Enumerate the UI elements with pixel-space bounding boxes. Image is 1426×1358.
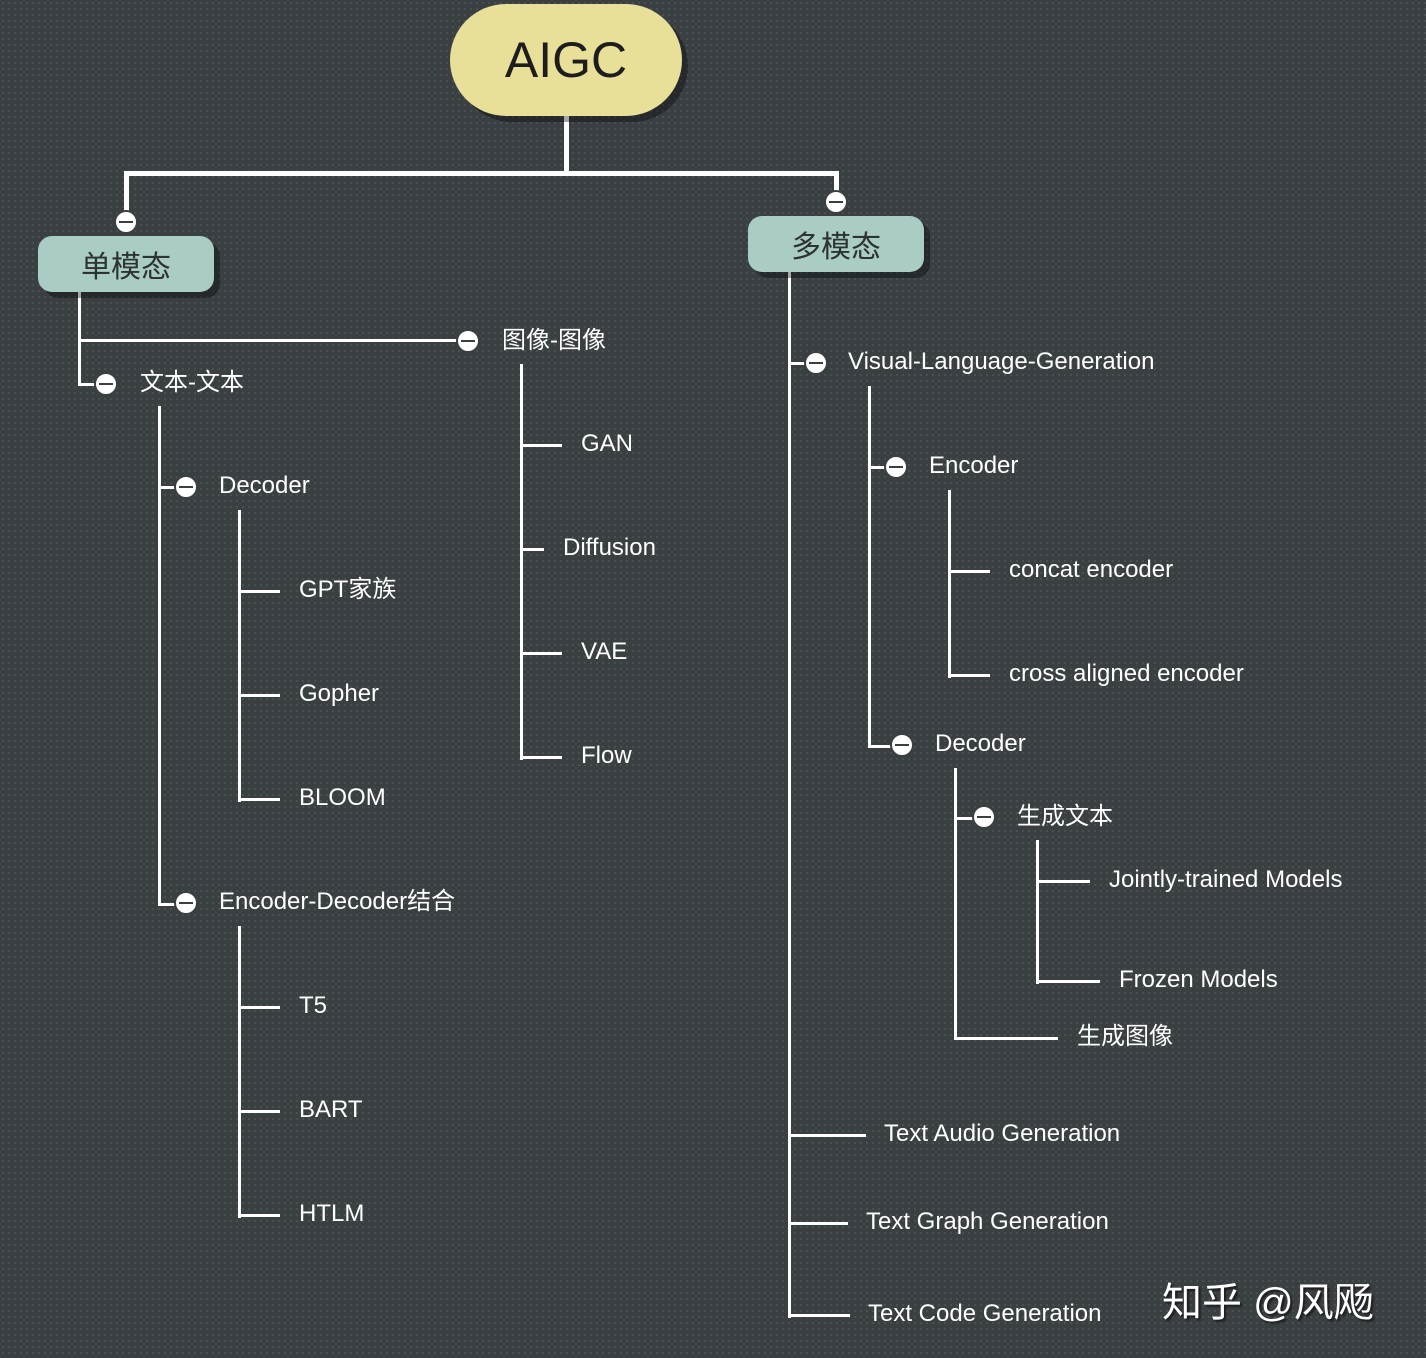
connector: [1036, 880, 1090, 883]
connector: [158, 903, 176, 906]
node-image-to-image[interactable]: 图像-图像: [502, 327, 606, 354]
leaf-node[interactable]: VAE: [581, 638, 628, 665]
connector: [238, 1110, 280, 1113]
connector: [948, 570, 990, 573]
leaf-node[interactable]: concat encoder: [1009, 556, 1174, 583]
connector: [788, 362, 806, 365]
watermark: 知乎 @风飏: [1162, 1281, 1374, 1325]
collapse-icon[interactable]: [972, 805, 996, 829]
connector: [238, 694, 280, 697]
connector: [954, 768, 957, 1040]
connector: [788, 1314, 850, 1317]
connector: [238, 798, 280, 801]
leaf-node[interactable]: 生成图像: [1077, 1023, 1173, 1050]
connector: [238, 926, 241, 1218]
connector: [520, 364, 523, 760]
leaf-node[interactable]: Text Code Generation: [868, 1300, 1102, 1327]
leaf-node[interactable]: Text Audio Generation: [884, 1120, 1121, 1147]
leaf-node[interactable]: Diffusion: [563, 534, 656, 561]
connector: [238, 1006, 280, 1009]
connector: [520, 652, 562, 655]
connector: [238, 590, 280, 593]
connector: [1036, 980, 1100, 983]
connector: [238, 510, 241, 802]
connector: [124, 171, 129, 213]
connector: [868, 466, 886, 469]
connector: [124, 171, 838, 176]
connector: [948, 674, 990, 677]
collapse-icon[interactable]: [804, 351, 828, 375]
connector: [78, 339, 458, 342]
leaf-node[interactable]: GAN: [581, 430, 634, 457]
collapse-icon[interactable]: [174, 475, 198, 499]
connector: [158, 486, 176, 489]
connector: [520, 444, 562, 447]
connector: [954, 817, 974, 820]
connector: [788, 272, 791, 1318]
node-text-to-text[interactable]: 文本-文本: [140, 369, 244, 396]
leaf-node[interactable]: Gopher: [299, 680, 380, 707]
node-generate-text[interactable]: 生成文本: [1017, 803, 1113, 830]
node-visual-language-generation[interactable]: Visual-Language-Generation: [848, 348, 1155, 375]
connector: [868, 745, 892, 748]
connector: [238, 1214, 280, 1217]
collapse-icon[interactable]: [884, 455, 908, 479]
node-decoder[interactable]: Decoder: [935, 730, 1026, 757]
collapse-icon[interactable]: [94, 372, 118, 396]
connector: [520, 756, 562, 759]
leaf-node[interactable]: HTLM: [299, 1200, 365, 1227]
leaf-node[interactable]: T5: [299, 992, 328, 1019]
leaf-node[interactable]: BLOOM: [299, 784, 386, 811]
leaf-node[interactable]: Flow: [581, 742, 632, 769]
branch-node-multimodal[interactable]: 多模态: [748, 216, 924, 272]
collapse-icon[interactable]: [456, 329, 480, 353]
collapse-icon[interactable]: [174, 891, 198, 915]
leaf-node[interactable]: Jointly-trained Models: [1109, 866, 1343, 893]
collapse-icon[interactable]: [824, 190, 848, 214]
connector: [1036, 840, 1039, 984]
node-encoder[interactable]: Encoder: [929, 452, 1019, 479]
leaf-node[interactable]: GPT家族: [299, 576, 397, 603]
connector: [954, 1037, 1058, 1040]
node-encoder-decoder[interactable]: Encoder-Decoder结合: [219, 888, 456, 915]
connector: [564, 116, 569, 174]
node-decoder[interactable]: Decoder: [219, 472, 310, 499]
root-node[interactable]: AIGC: [450, 4, 682, 116]
collapse-icon[interactable]: [890, 733, 914, 757]
leaf-node[interactable]: Frozen Models: [1119, 966, 1278, 993]
connector: [788, 1222, 848, 1225]
connector: [834, 171, 839, 193]
connector: [948, 490, 951, 678]
connector: [520, 548, 544, 551]
connector: [78, 383, 96, 386]
collapse-icon[interactable]: [114, 210, 138, 234]
branch-node-unimodal[interactable]: 单模态: [38, 236, 214, 292]
connector: [158, 406, 161, 906]
connector: [788, 1134, 866, 1137]
leaf-node[interactable]: BART: [299, 1096, 363, 1123]
connector: [868, 386, 871, 748]
leaf-node[interactable]: Text Graph Generation: [866, 1208, 1109, 1235]
leaf-node[interactable]: cross aligned encoder: [1009, 660, 1244, 687]
